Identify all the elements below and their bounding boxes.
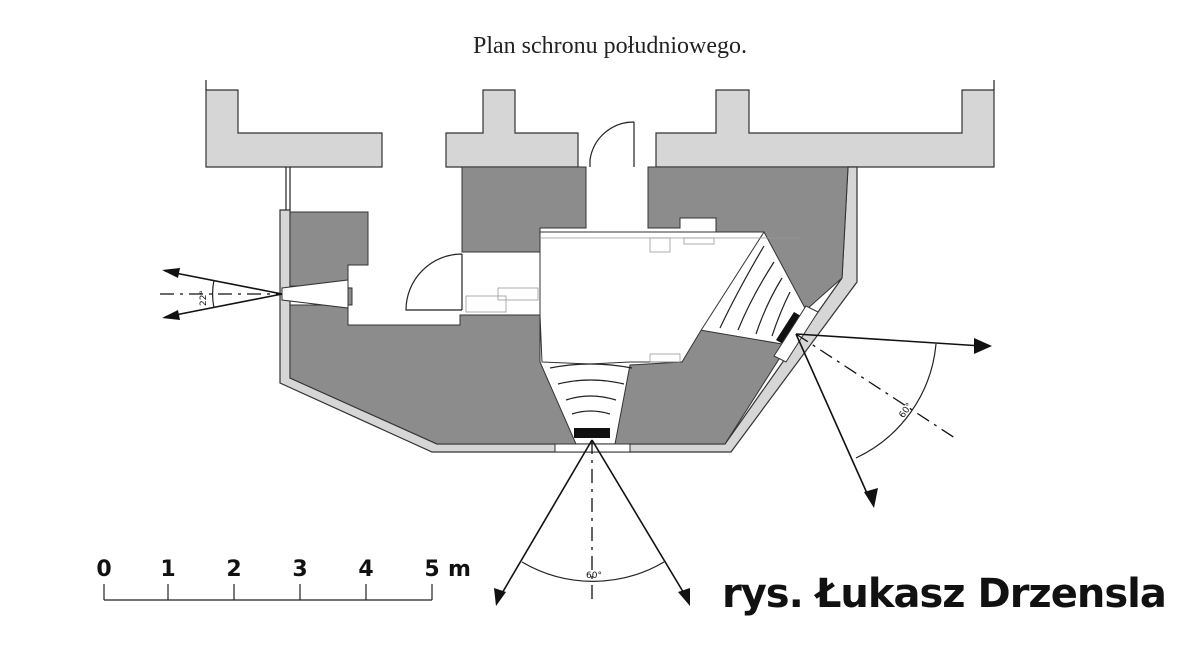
west-arrow-upper [162, 268, 180, 278]
se-step-arc-1 [719, 245, 765, 329]
south-arrow-right [678, 588, 690, 606]
concrete-mass [289, 166, 849, 445]
west-angle-label: 22° [199, 290, 209, 306]
interior-room [465, 231, 800, 365]
bench-2 [465, 295, 507, 313]
wall-segment-right [655, 89, 995, 168]
top-walls [205, 80, 995, 168]
wall-segment-left [205, 89, 383, 168]
shelf-2 [683, 237, 715, 245]
scale-label-4: 4 [358, 557, 373, 582]
step-arc-2 [557, 379, 625, 385]
se-step-arc-3 [755, 277, 783, 335]
se-angle-arc [855, 343, 937, 459]
shelf-3 [649, 353, 681, 363]
author-credit: rys. Łukasz Drzensla [722, 571, 1166, 617]
se-axis-line [795, 333, 959, 441]
se-angle-label: 60° [898, 401, 915, 420]
scale-label-1: 1 [160, 557, 175, 582]
west-embrasure-opening [281, 279, 349, 309]
top-door [589, 121, 635, 167]
step-arc-3 [565, 395, 617, 401]
west-angle-arc [212, 279, 215, 309]
scale-label-3: 3 [292, 557, 307, 582]
wall-segment-center [445, 89, 579, 168]
room-floor [539, 231, 765, 365]
se-step-arc-4 [771, 291, 791, 337]
step-arc-1 [549, 363, 633, 369]
south-angle-label: 60° [586, 571, 602, 581]
step-arc-4 [571, 410, 611, 415]
se-arrow-upper [974, 338, 992, 354]
scale-bar: 0 1 2 3 4 5 m [96, 557, 471, 601]
west-arrow-lower [162, 310, 180, 320]
scale-label-2: 2 [226, 557, 241, 582]
top-door-arc [589, 121, 635, 167]
shelf-1 [649, 237, 671, 253]
scale-label-5: 5 [424, 557, 439, 582]
south-ray-left [497, 439, 593, 601]
south-field-of-fire: 60° [494, 439, 690, 606]
south-ray-right [591, 439, 689, 601]
south-arrow-left [494, 588, 506, 606]
southeast-field-of-fire: 60° [795, 333, 992, 508]
west-embrasure: 22° [160, 268, 349, 320]
se-step-arc-2 [737, 261, 775, 331]
scale-unit: m [448, 557, 471, 582]
side-door-arc [405, 253, 463, 311]
west-ray-upper [164, 270, 283, 295]
se-ray-lower [795, 333, 871, 501]
south-angle-arc [521, 561, 665, 582]
side-door [405, 253, 463, 311]
west-ray-lower [164, 293, 283, 318]
mass-west [289, 211, 577, 445]
bench-1 [497, 287, 539, 301]
mass-north-center [461, 166, 587, 253]
south-embrasure-slot [574, 428, 610, 438]
se-arrow-lower [864, 488, 878, 508]
drawing-title: Plan schronu południowego. [473, 33, 747, 59]
se-ray-upper [795, 333, 983, 347]
scale-label-0: 0 [96, 557, 111, 582]
